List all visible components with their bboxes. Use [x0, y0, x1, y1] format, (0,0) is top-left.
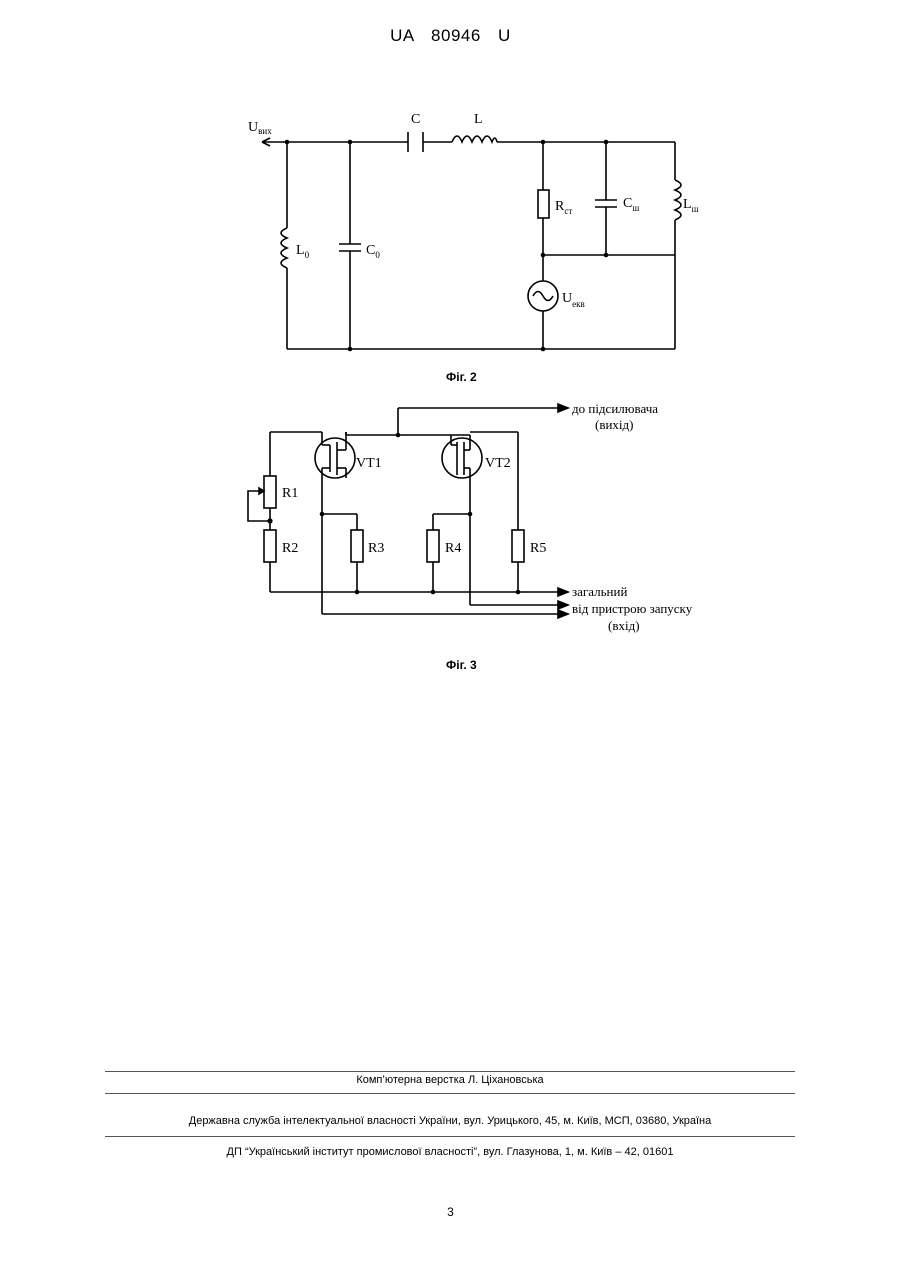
label-input: (вхід) [608, 618, 640, 633]
label-to-amplifier: до підсилювача [572, 401, 658, 416]
label-r4: R4 [445, 541, 461, 556]
label-c0: C [366, 243, 375, 258]
label-common: загальний [572, 584, 627, 599]
label-c0-sub: 0 [375, 250, 380, 260]
svg-text:Rст: Rст [555, 199, 572, 216]
label-l: L [474, 112, 483, 127]
label-l0-sub: 0 [305, 250, 310, 260]
label-rst-sub: ст [564, 206, 572, 216]
label-vt2: VT2 [485, 456, 511, 471]
label-ueq: U [562, 291, 572, 306]
label-lsh-sub: ш [692, 204, 699, 214]
label-r3: R3 [368, 541, 384, 556]
svg-text:Cш: Cш [623, 196, 639, 213]
footer-institute: ДП “Український інститут промислової вла… [105, 1146, 795, 1158]
page-number: 3 [0, 1205, 901, 1219]
label-r2: R2 [282, 541, 298, 556]
footer-rule-middle [105, 1093, 795, 1094]
fig2-caption: Фіг. 2 [446, 370, 477, 384]
label-r5: R5 [530, 541, 546, 556]
label-c: C [411, 112, 420, 127]
svg-text:Uекв: Uекв [562, 291, 585, 309]
footer-rule-top [105, 1071, 795, 1072]
label-csh: C [623, 196, 632, 211]
label-l0: L [296, 243, 305, 258]
label-uout-sub: вих [258, 126, 272, 136]
label-output: (вихід) [595, 417, 633, 432]
footer-agency: Державна служба інтелектуальної власност… [105, 1115, 795, 1127]
footer-rule-bottom [105, 1136, 795, 1137]
fig3-caption: Фіг. 3 [446, 658, 477, 672]
fig3-circuit-diagram: VT1 VT2 R1 R2 R3 R4 R5 до підсилювача (в… [240, 395, 710, 640]
svg-text:Lш: Lш [683, 197, 699, 214]
svg-text:C0: C0 [366, 243, 380, 260]
footer-typesetting: Комп’ютерна верстка Л. Ціхановська [105, 1074, 795, 1086]
patent-number: UA 80946 U [0, 26, 901, 46]
label-ueq-sub: екв [572, 299, 585, 309]
label-uout: U [248, 120, 258, 135]
label-csh-sub: ш [632, 203, 639, 213]
svg-text:L0: L0 [296, 243, 310, 260]
label-lsh: L [683, 197, 692, 212]
label-from-trigger: від пристрою запуску [572, 601, 693, 616]
label-r1: R1 [282, 486, 298, 501]
svg-text:Uвих: Uвих [248, 120, 272, 136]
label-vt1: VT1 [356, 456, 382, 471]
fig2-circuit-diagram: Uвих C L Rст Cш Lш L0 C0 Uекв [240, 110, 700, 360]
